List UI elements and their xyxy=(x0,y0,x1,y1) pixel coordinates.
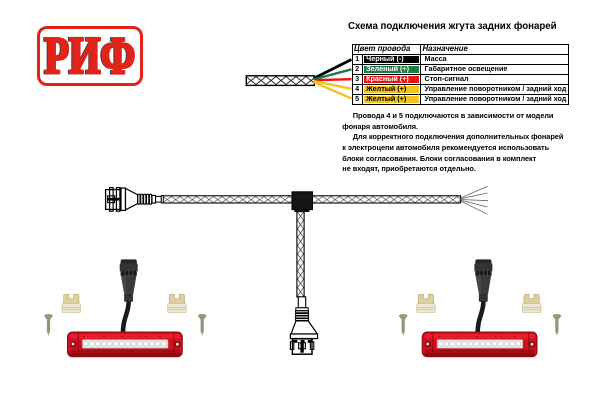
svg-text:РИФ: РИФ xyxy=(44,29,135,83)
svg-text:РИФ: РИФ xyxy=(45,29,136,83)
